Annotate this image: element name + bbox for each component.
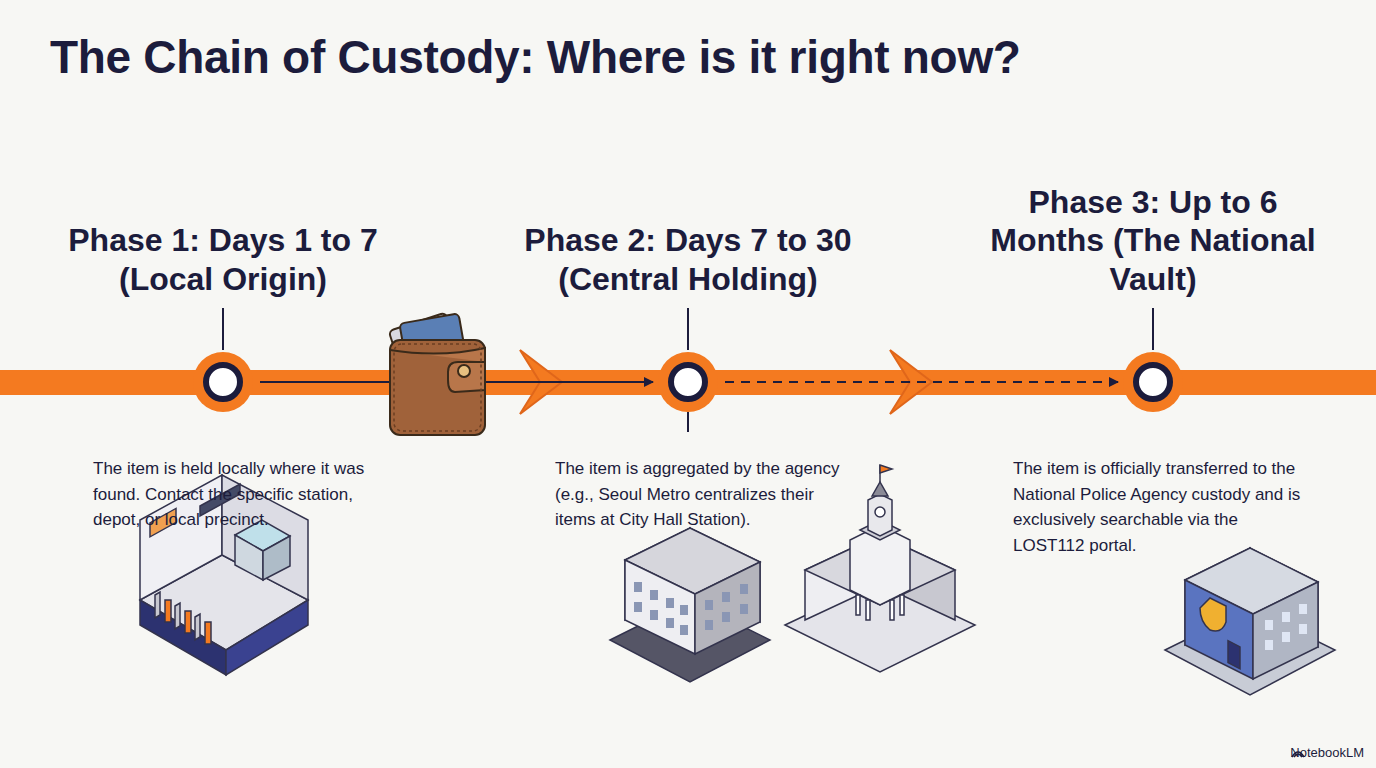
timeline-stop bbox=[192, 351, 254, 413]
phase-description: The item is held locally where it was fo… bbox=[93, 456, 393, 533]
leader-line bbox=[687, 412, 689, 432]
station-icon bbox=[140, 475, 308, 675]
timeline-phase: Phase 3: Up to 6 Months (The National Va… bbox=[973, 140, 1333, 560]
flow-arrow bbox=[725, 382, 1118, 383]
watermark: NotebookLM bbox=[1272, 745, 1364, 760]
office-building-icon bbox=[610, 528, 770, 682]
diagram-title: The Chain of Custody: Where is it right … bbox=[50, 30, 1021, 84]
timeline-phase: Phase 2: Days 7 to 30 (Central Holding) T… bbox=[508, 140, 868, 560]
tick bbox=[1152, 308, 1154, 350]
wallet-icon bbox=[389, 312, 485, 435]
phase-heading: Phase 3: Up to 6 Months (The National Va… bbox=[973, 183, 1333, 298]
phase-description: The item is officially transferred to th… bbox=[1013, 456, 1313, 558]
timeline-phase: Phase 1: Days 1 to 7 (Local Origin) The i… bbox=[43, 140, 403, 560]
police-station-icon bbox=[1165, 548, 1335, 695]
timeline-stop bbox=[1122, 351, 1184, 413]
phase-heading: Phase 1: Days 1 to 7 (Local Origin) bbox=[43, 221, 403, 298]
tick bbox=[687, 308, 689, 350]
phase-heading: Phase 2: Days 7 to 30 (Central Holding) bbox=[508, 221, 868, 298]
timeline-stop bbox=[657, 351, 719, 413]
phase-description: The item is aggregated by the agency (e.… bbox=[555, 456, 855, 533]
tick bbox=[222, 308, 224, 350]
